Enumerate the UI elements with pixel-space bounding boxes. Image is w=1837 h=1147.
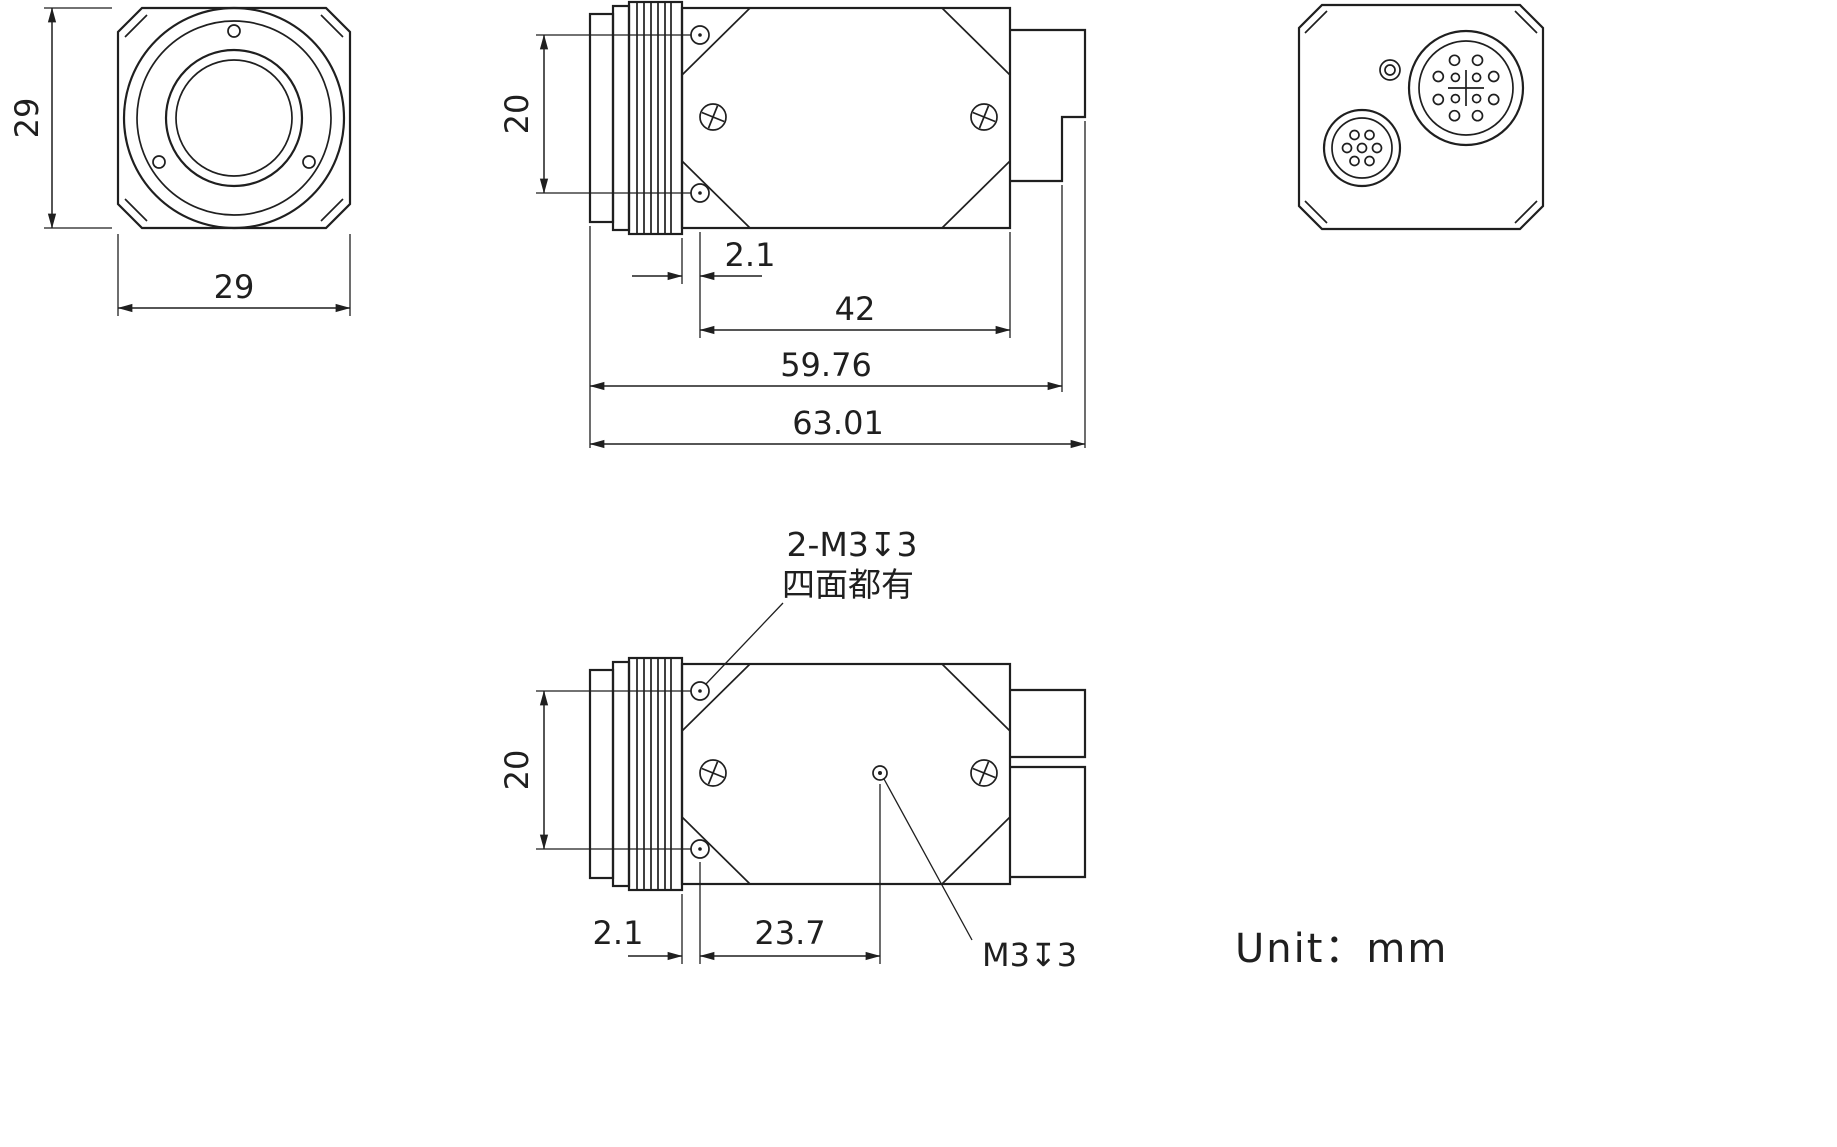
front-housing-outline <box>116 6 352 230</box>
bottom-cover-bevel-lines <box>681 663 1011 885</box>
side-dim-hole-to-rear: 42 <box>699 232 1011 338</box>
dim-label-bottom-flange-to-hole: 2.1 <box>593 914 644 952</box>
thread-note-line1: 2-M3↧3 <box>786 525 917 564</box>
thread-note-line2: 四面都有 <box>782 565 914 604</box>
gige-connector <box>1407 29 1525 147</box>
rear-housing-outline <box>1297 3 1545 231</box>
center-thread-note: M3↧3 <box>982 936 1077 974</box>
connector-pins <box>1341 129 1383 167</box>
lens-opening-circle <box>164 48 304 188</box>
side-dim-to-connector-face: 59.76 <box>589 185 1063 448</box>
thread-note-callout: 2-M3↧3 四面都有 <box>705 525 918 685</box>
lens-mount <box>122 6 346 230</box>
center-thread-callout: M3↧3 <box>883 778 1077 974</box>
dim-label-side-hole-to-rear: 42 <box>835 290 876 328</box>
dim-label-side-hole-spacing: 20 <box>498 94 536 135</box>
rear-corner-chamfer-lines <box>1304 10 1538 224</box>
bottom-cover-screws <box>699 759 998 787</box>
dim-label-front-width: 29 <box>214 268 255 306</box>
front-view: 29 29 <box>8 6 352 316</box>
side-dim-overall-length: 63.01 <box>589 121 1086 449</box>
dim-label-front-height: 29 <box>8 98 46 139</box>
focus-ring-grooves <box>636 658 672 890</box>
lens-barrel-outer-circle <box>122 6 346 230</box>
lens-ring-circle <box>136 20 332 216</box>
focus-ring-grooves <box>636 2 672 234</box>
bottom-lens-mount-rings <box>588 656 684 892</box>
side-cover-bevel-lines <box>681 7 1011 229</box>
side-view: 20 2.1 42 59.76 63.01 <box>498 0 1087 449</box>
unit-label: Unit：mm <box>1235 926 1448 972</box>
bottom-body-outline <box>680 662 1012 886</box>
lens-inner-circle <box>175 59 293 177</box>
dim-label-bottom-hole-spacing: 20 <box>498 750 536 791</box>
bottom-view: 20 2.1 23.7 2-M3↧3 四面都有 M3↧3 <box>498 525 1087 974</box>
side-body-outline <box>680 6 1012 230</box>
bottom-dim-hole-to-center: 23.7 <box>699 784 881 964</box>
side-dim-flange-to-hole: 2.1 <box>632 232 775 338</box>
set-screw-icon <box>152 155 166 169</box>
dim-label-side-overall-length: 63.01 <box>792 404 884 442</box>
front-corner-chamfer-lines <box>124 14 344 222</box>
dim-label-side-flange-to-hole: 2.1 <box>725 236 776 274</box>
front-dim-width: 29 <box>117 234 351 316</box>
side-connector-block <box>1010 28 1087 183</box>
side-cover-screws <box>699 103 998 131</box>
connector-key-cross-icon <box>1448 70 1484 106</box>
bottom-dim-hole-spacing: 20 <box>498 690 691 850</box>
dim-label-bottom-hole-to-center: 23.7 <box>754 914 825 952</box>
set-screw-icon <box>302 155 316 169</box>
status-led <box>1379 59 1401 81</box>
connector-pins <box>1432 54 1500 122</box>
bottom-center-thread-hole <box>872 765 888 781</box>
power-io-connector <box>1322 108 1402 188</box>
dim-label-side-to-connector-face: 59.76 <box>780 346 872 384</box>
set-screw-icon <box>227 24 241 38</box>
bottom-connector-block-lower <box>1010 765 1087 879</box>
side-dim-hole-spacing: 20 <box>498 34 691 194</box>
rear-view <box>1297 3 1545 231</box>
bottom-connector-block-upper <box>1010 688 1087 759</box>
side-lens-mount-rings <box>588 0 684 236</box>
front-dim-height: 29 <box>8 7 112 229</box>
bottom-dim-flange-to-hole: 2.1 <box>593 894 683 964</box>
